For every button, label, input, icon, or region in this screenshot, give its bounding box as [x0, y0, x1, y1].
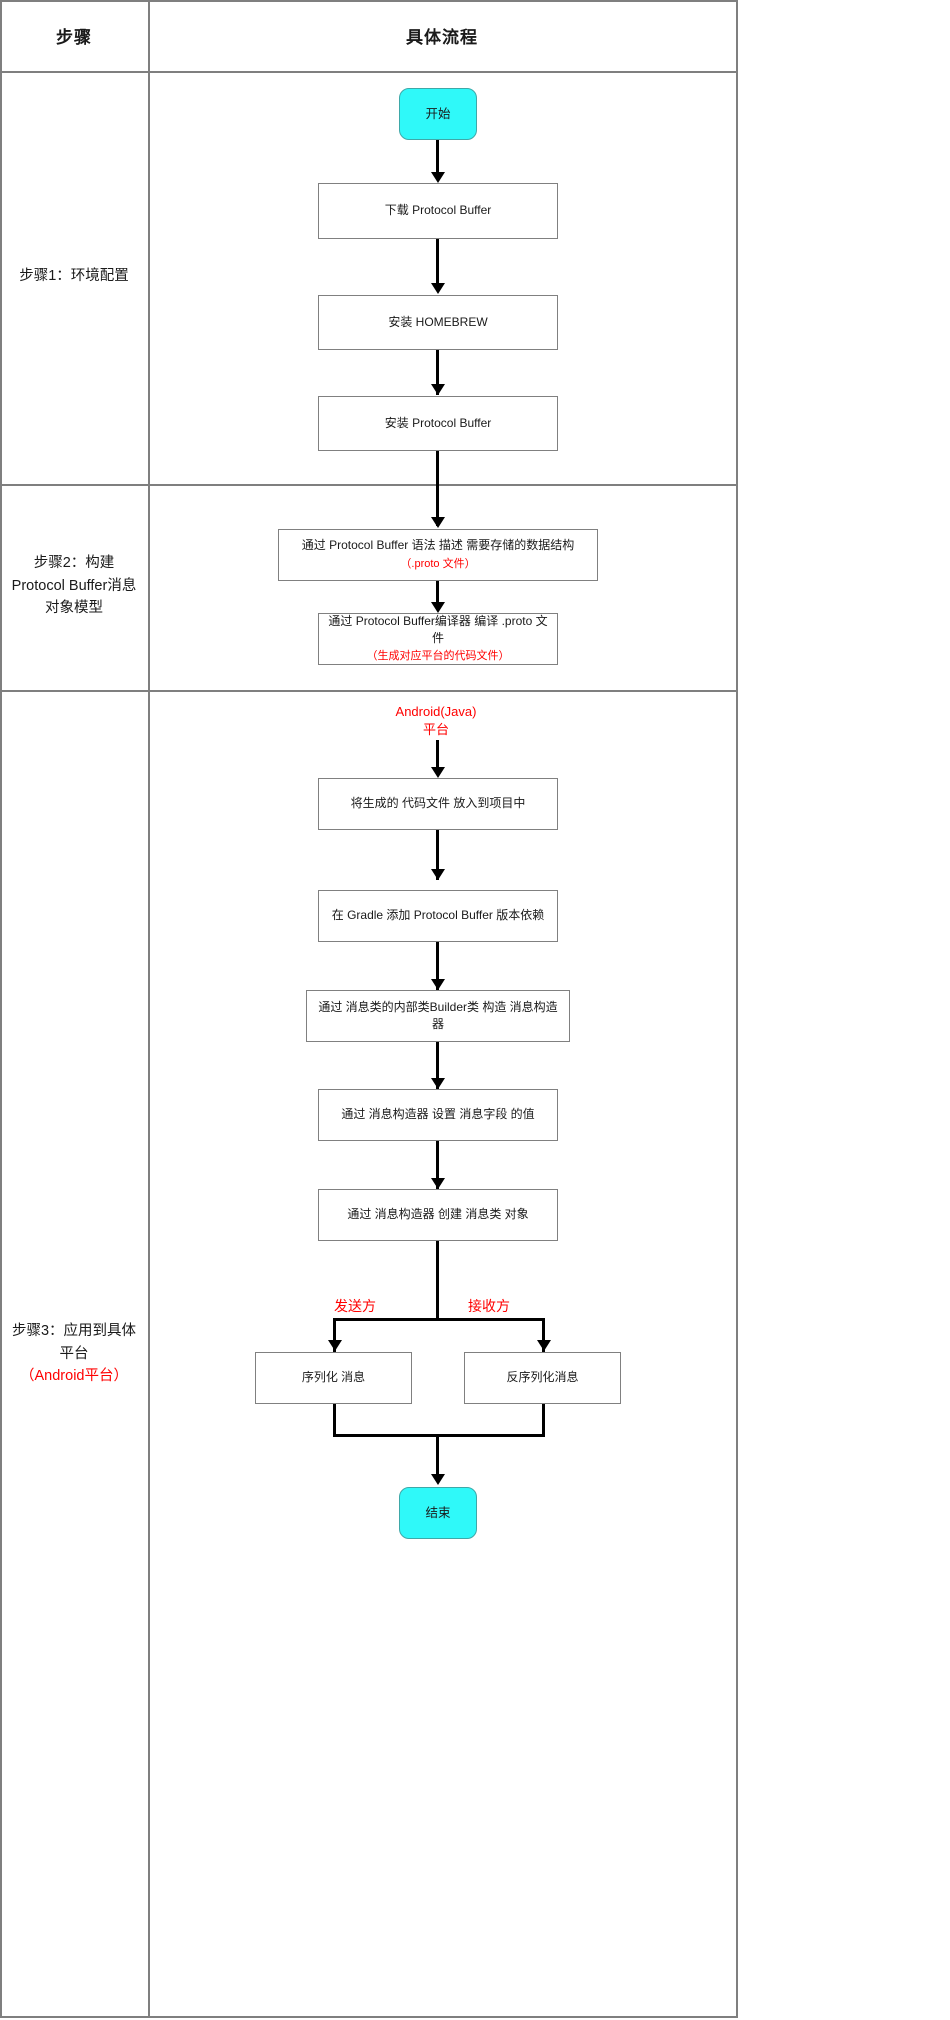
connector-setfield-to-create: [436, 1141, 439, 1189]
connector-split-right: [542, 1318, 545, 1352]
platform-label: Android(Java) 平台: [356, 703, 516, 738]
node-build-message-builder[interactable]: 通过 消息类的内部类Builder类 构造 消息构造器: [306, 990, 570, 1042]
row-divider-step1: [2, 484, 736, 486]
node-end[interactable]: 结束: [399, 1487, 477, 1539]
node-compile-proto-label: 通过 Protocol Buffer编译器 编译 .proto 文件: [328, 613, 548, 646]
arrowhead-put-code: [431, 767, 445, 778]
node-compile-proto[interactable]: 通过 Protocol Buffer编译器 编译 .proto 文件 （生成对应…: [318, 613, 558, 665]
row-divider-header: [2, 71, 736, 73]
arrowhead-install-pb: [431, 384, 445, 395]
platform-label-line1: Android(Java): [395, 704, 477, 719]
node-start[interactable]: 开始: [399, 88, 477, 140]
branch-label-receiver: 接收方: [468, 1298, 510, 1314]
node-download-protocol-buffer[interactable]: 下载 Protocol Buffer: [318, 183, 558, 239]
connector-serialize-down: [333, 1404, 336, 1437]
connector-code-to-gradle: [436, 830, 439, 880]
arrowhead-deserialize: [537, 1340, 551, 1351]
connector-gradle-to-builder: [436, 942, 439, 990]
row-divider-step2: [2, 690, 736, 692]
node-serialize-message[interactable]: 序列化 消息: [255, 1352, 412, 1404]
connector-deserialize-down: [542, 1404, 545, 1437]
connector-builder-to-setfield: [436, 1042, 439, 1090]
step-label-1: 步骤1：环境配置: [2, 71, 146, 482]
connector-start-to-download: [436, 140, 439, 174]
arrowhead-end: [431, 1474, 445, 1485]
arrowhead-setfield: [431, 1078, 445, 1089]
node-compile-proto-sub: （生成对应平台的代码文件）: [366, 650, 510, 663]
header-step: 步骤: [56, 28, 92, 47]
step-label-2: 步骤2：构建Protocol Buffer消息对象模型: [2, 484, 146, 688]
arrowhead-download: [431, 172, 445, 183]
connector-merge-bar: [333, 1434, 545, 1437]
node-create-message-object[interactable]: 通过 消息构造器 创建 消息类 对象: [318, 1189, 558, 1241]
node-put-generated-code[interactable]: 将生成的 代码文件 放入到项目中: [318, 778, 558, 830]
node-describe-proto-label: 通过 Protocol Buffer 语法 描述 需要存储的数据结构: [301, 538, 575, 553]
step-label-2-title: 步骤2：构建Protocol Buffer消息对象模型: [11, 555, 137, 617]
arrowhead-homebrew: [431, 283, 445, 294]
node-install-homebrew[interactable]: 安装 HOMEBREW: [318, 295, 558, 350]
header-process: 具体流程: [406, 28, 478, 47]
branch-label-sender: 发送方: [334, 1298, 376, 1314]
connector-create-to-split: [436, 1241, 439, 1319]
node-gradle-dependency[interactable]: 在 Gradle 添加 Protocol Buffer 版本依赖: [318, 890, 558, 942]
connector-download-to-homebrew: [436, 239, 439, 284]
connector-install-pb-to-proto: [436, 451, 439, 526]
platform-label-line2: 平台: [422, 721, 449, 737]
arrowhead-compile-proto: [431, 602, 445, 613]
node-describe-proto[interactable]: 通过 Protocol Buffer 语法 描述 需要存储的数据结构 （.pro…: [278, 529, 598, 581]
connector-split-bar: [333, 1318, 545, 1321]
arrowhead-serialize: [328, 1340, 342, 1351]
step-label-3-title: 步骤3：应用到具体平台: [11, 1323, 137, 1362]
node-install-protocol-buffer[interactable]: 安装 Protocol Buffer: [318, 396, 558, 451]
node-describe-proto-sub: （.proto 文件）: [400, 557, 476, 570]
step-label-1-title: 步骤1：环境配置: [19, 268, 129, 285]
connector-split-left: [333, 1318, 336, 1352]
arrowhead-proto-describe: [431, 517, 445, 528]
connector-platform-to-code: [436, 740, 439, 773]
connector-homebrew-to-install-pb: [436, 350, 439, 395]
arrowhead-builder: [431, 979, 445, 990]
arrowhead-create-message: [431, 1178, 445, 1189]
column-divider: [148, 2, 150, 2016]
connector-merge-to-end: [436, 1434, 439, 1481]
node-deserialize-message[interactable]: 反序列化消息: [464, 1352, 621, 1404]
step-label-3: 步骤3：应用到具体平台 （Android平台）: [2, 690, 146, 2018]
arrowhead-gradle: [431, 869, 445, 880]
connector-proto-to-compile: [436, 581, 439, 610]
node-set-message-fields[interactable]: 通过 消息构造器 设置 消息字段 的值: [318, 1089, 558, 1141]
step-label-3-note: （Android平台）: [20, 1368, 128, 1385]
